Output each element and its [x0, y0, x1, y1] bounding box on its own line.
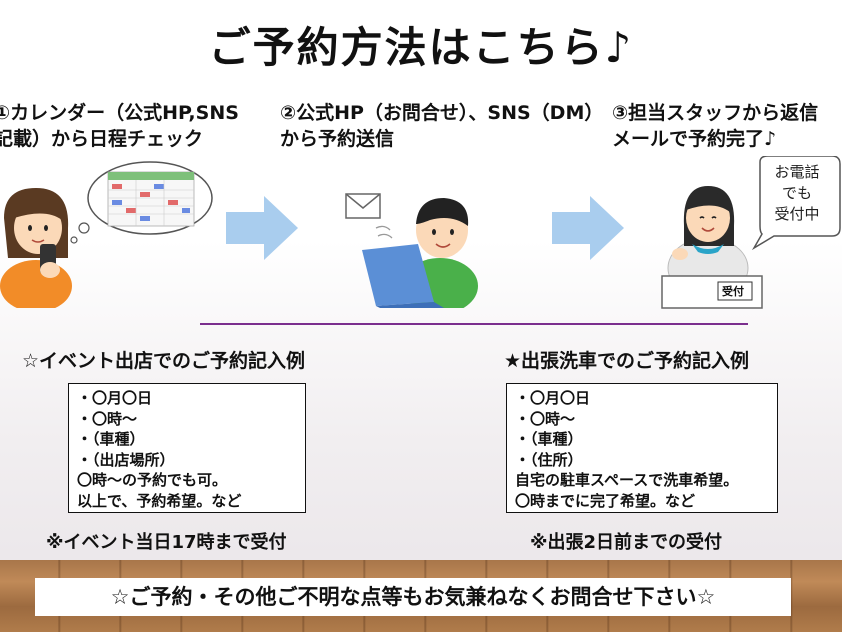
list-item: ・（車種）	[515, 430, 583, 448]
woman-phone-illustration	[0, 161, 213, 308]
list-item: 以上で、予約希望。など	[77, 491, 242, 510]
visit-wash-deadline-note: ※出張2日前までの受付	[530, 532, 723, 553]
receptionist-illustration	[661, 156, 841, 309]
right-arrow-icon	[552, 196, 624, 260]
step-1-line2: 記載）から日程チェック	[0, 128, 204, 150]
email-envelope-icon	[345, 193, 381, 219]
visit-wash-example-title: ★出張洗車でのご予約記入例	[504, 350, 750, 372]
event-deadline-note: ※イベント当日17時まで受付	[46, 532, 287, 553]
thought-bubble-calendar-icon	[70, 161, 213, 244]
list-item: ・（出店場所）	[77, 450, 175, 469]
event-example-box: ・〇月〇日 ・〇時～ ・（車種） ・（出店場所） 〇時～の予約でも可。 以上で、…	[68, 383, 306, 513]
list-item: ・〇時～	[515, 409, 576, 428]
step-1-line1: ①カレンダー（公式HP,SNS	[0, 102, 239, 124]
list-item: ・〇時～	[77, 409, 138, 428]
list-item: 〇時までに完了希望。など	[515, 491, 696, 510]
divider-line	[200, 323, 748, 325]
step-2-text: ②公式HP（お問合せ）、SNS（DM） から予約送信	[280, 100, 603, 152]
step-1-text: ①カレンダー（公式HP,SNS 記載）から日程チェック	[0, 100, 239, 152]
list-item: ・（住所）	[515, 450, 583, 469]
list-item: ・（車種）	[77, 430, 145, 448]
phone-reception-bubble: お電話 でも 受付中	[762, 162, 832, 225]
step-2-line1: ②公式HP（お問合せ）、SNS（DM）	[280, 102, 604, 124]
bubble-line2: でも	[781, 184, 812, 202]
event-example-title: ☆イベント出店でのご予約記入例	[22, 350, 306, 372]
list-item: ・〇月〇日	[77, 389, 153, 407]
visit-wash-example-box: ・〇月〇日 ・〇時～ ・（車種） ・（住所） 自宅の駐車スペースで洗車希望。 〇…	[506, 383, 778, 513]
list-item: 自宅の駐車スペースで洗車希望。	[515, 471, 739, 489]
speech-bubble-icon	[751, 156, 841, 251]
step-2-line2: から予約送信	[280, 128, 395, 150]
list-item: 〇時～の予約でも可。	[77, 471, 228, 489]
desk-label: 受付	[722, 285, 744, 298]
step-3-line1: ③担当スタッフから返信	[612, 102, 819, 124]
man-laptop-illustration	[345, 193, 478, 308]
list-item: ・〇月〇日	[515, 389, 591, 407]
bubble-line3: 受付中	[774, 205, 820, 223]
footer-banner: ☆ご予約・その他ご不明な点等もお気兼ねなくお問合せ下さい☆	[35, 578, 791, 616]
step-3-line2: メールで予約完了♪	[612, 128, 777, 150]
page-title: ご予約方法はこちら♪	[208, 23, 634, 72]
right-arrow-icon	[226, 196, 298, 260]
step-3-text: ③担当スタッフから返信 メールで予約完了♪	[612, 100, 818, 152]
bubble-line1: お電話	[774, 163, 820, 181]
